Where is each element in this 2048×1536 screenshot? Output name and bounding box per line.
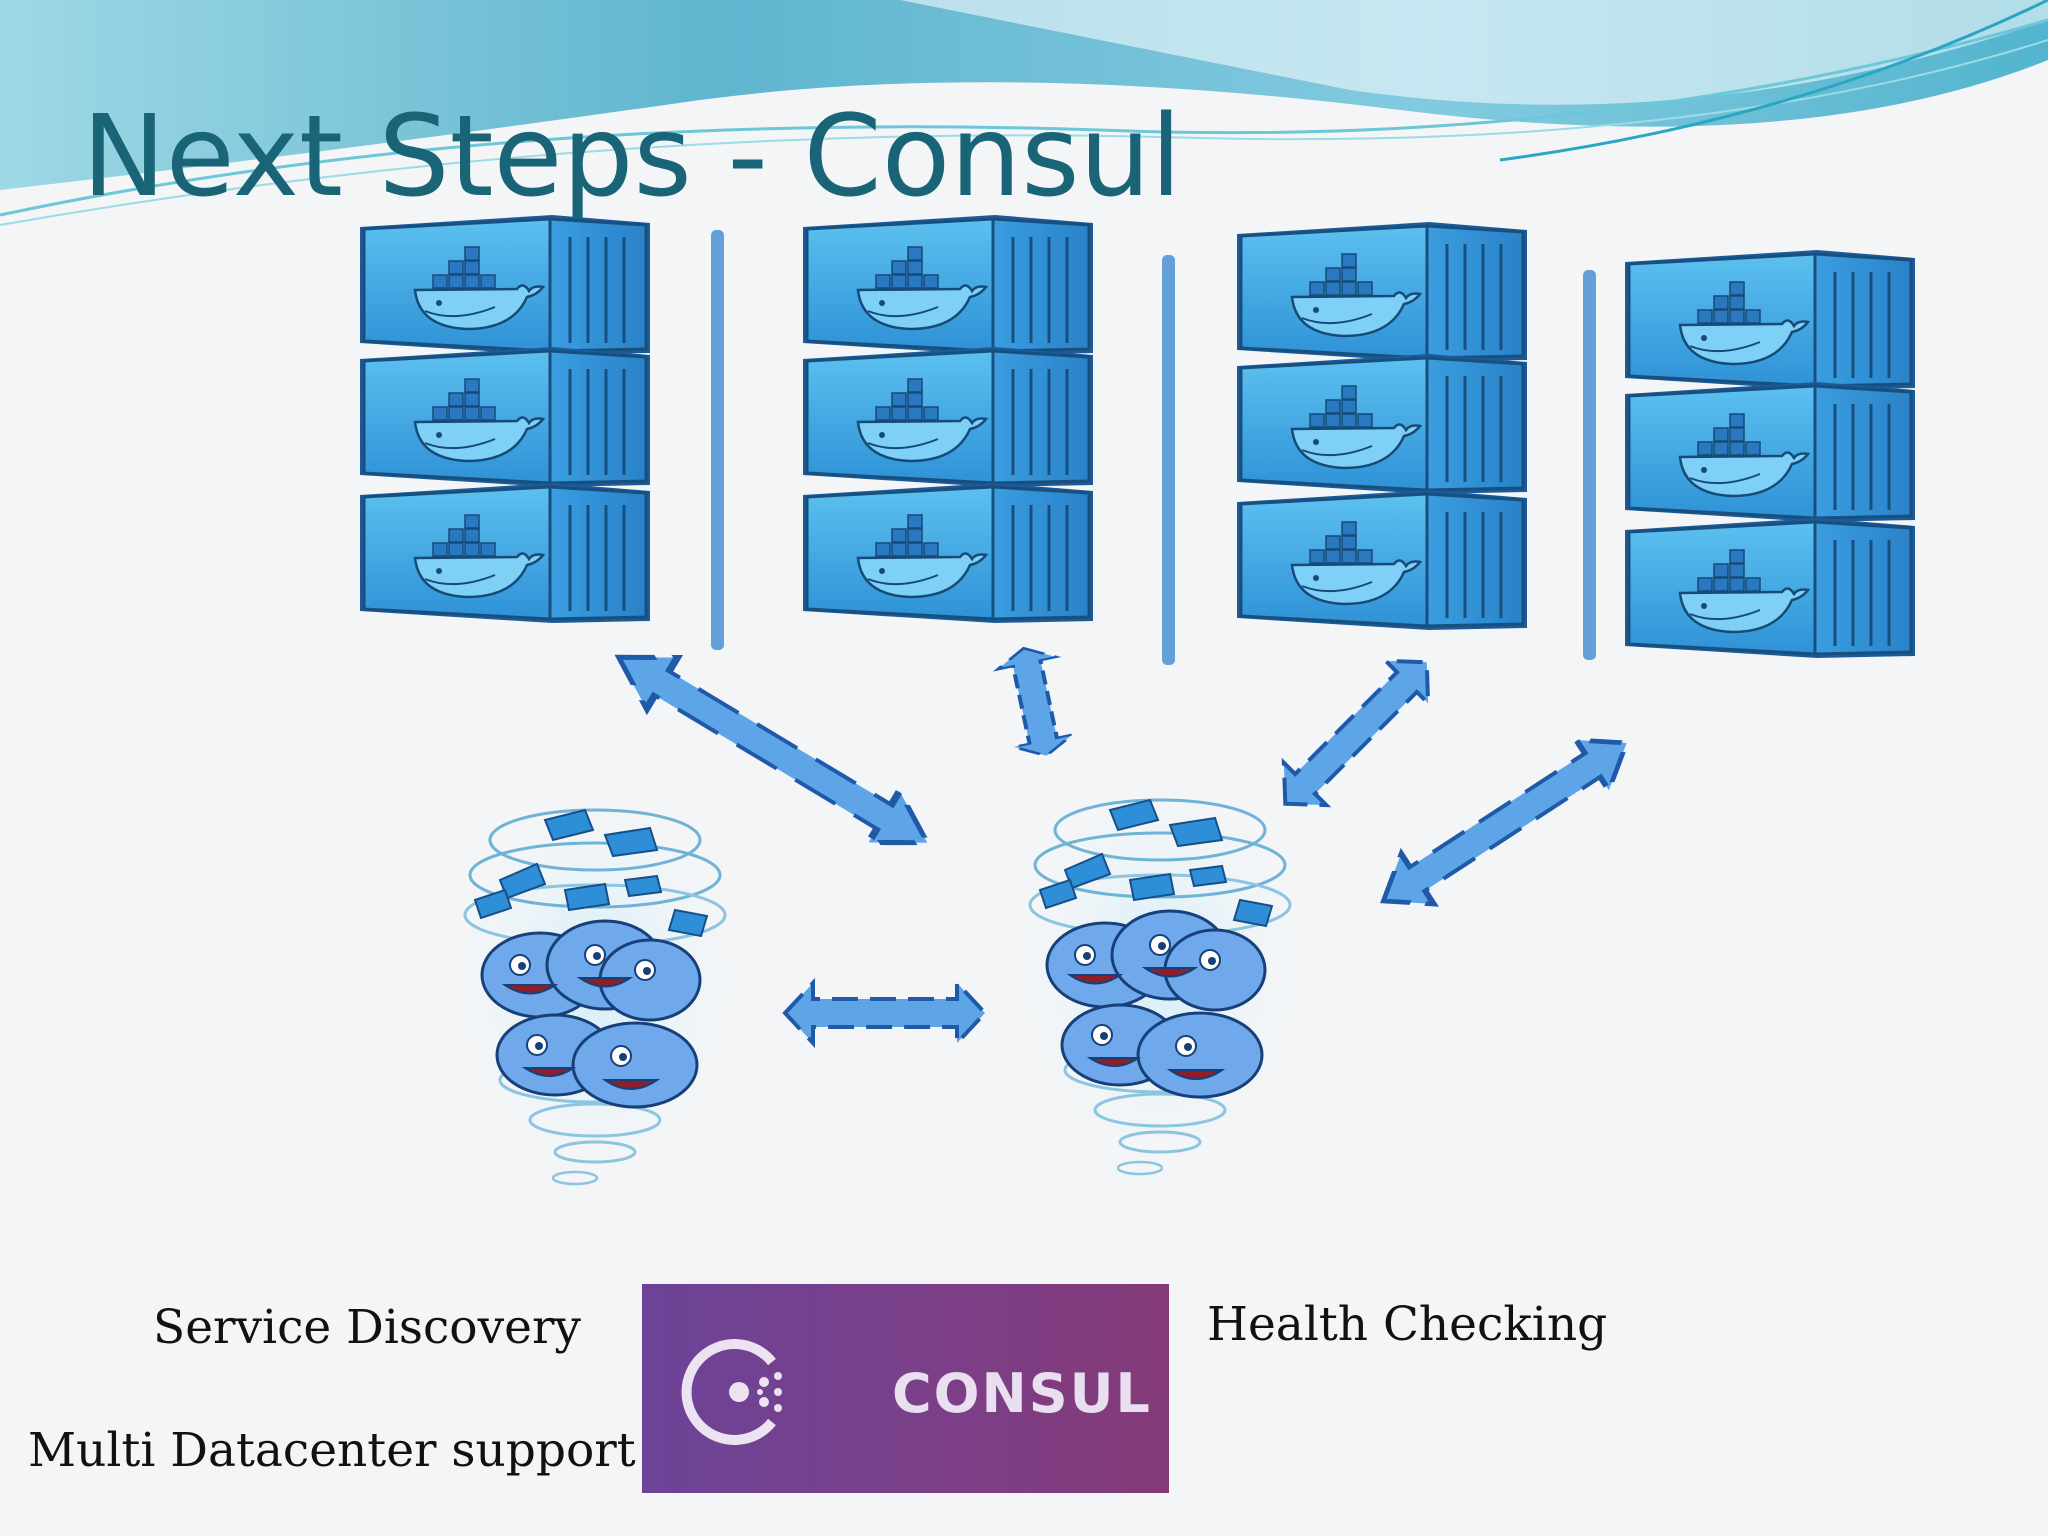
stack-divider	[711, 230, 1596, 665]
double-arrow-icon	[783, 981, 987, 1045]
docker-container-stack-3	[1237, 222, 1527, 630]
docker-container-stack-1	[360, 215, 650, 623]
double-arrow-icon	[1264, 641, 1448, 825]
service-discovery-label: Service Discovery	[153, 1300, 581, 1355]
consul-logo-icon	[681, 1339, 782, 1445]
multi-datacenter-label: Multi Datacenter support	[28, 1423, 636, 1478]
docker-container-stack-4	[1625, 250, 1915, 658]
docker-container-stack-2	[803, 215, 1093, 623]
docker-swarm-left	[443, 778, 747, 1186]
consul-logo: CONSUL	[642, 1284, 1169, 1493]
health-checking-label: Health Checking	[1207, 1297, 1608, 1352]
consul-logo-text: CONSUL	[892, 1362, 1152, 1425]
wave-banner	[0, 0, 2048, 226]
docker-swarm-right	[1008, 768, 1312, 1176]
double-arrow-icon	[1367, 718, 1643, 926]
page-title: Next Steps - Consul	[82, 92, 1182, 222]
double-arrow-icon	[992, 639, 1078, 765]
